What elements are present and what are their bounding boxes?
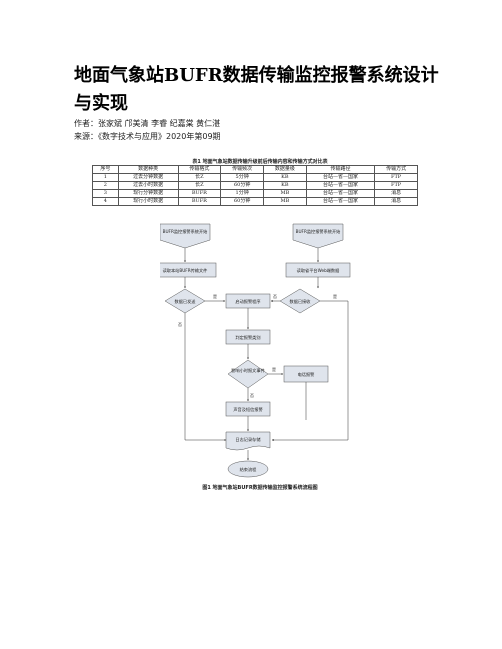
table-cell: MB <box>263 197 307 206</box>
table-header-cell: 数据量级 <box>263 165 307 174</box>
table-row: 2 过去小时数据 长Z 60分钟 KB 台站—省—国家 FTP <box>92 181 418 190</box>
table-cell: 3 <box>92 189 119 198</box>
sound-alarm-label: 声音及短信报警 <box>233 406 263 413</box>
table-row: 3 现行分钟数据 BUFR 1分钟 MB 台站—省—国家 消息 <box>92 189 418 198</box>
table-cell: 1分钟 <box>220 189 265 198</box>
table-cell: 台站—省—国家 <box>305 189 376 198</box>
table-cell: 消息 <box>374 189 418 198</box>
table-cell: 台站—省—国家 <box>305 181 376 190</box>
article-authors: 作者：张家斌 邝美清 李睿 纪嘉棠 黄仁湛 <box>74 119 221 128</box>
table-header-cell: 传输格式 <box>177 165 222 174</box>
table-cell: FTP <box>374 173 418 182</box>
table-cell: 2 <box>92 181 119 190</box>
table-cell: BUFR <box>177 197 222 206</box>
end-oval <box>227 460 269 478</box>
table-cell: 1 <box>92 173 119 182</box>
table-cell: 台站—省—国家 <box>305 173 376 182</box>
article-source: 来源：《数字技术与应用》2020年第09期 <box>74 132 221 141</box>
table-cell: 台站—省—国家 <box>305 197 376 206</box>
table-header-cell: 传输方式 <box>374 165 418 174</box>
table-cell: KB <box>263 173 307 182</box>
start-right-label: BUFR监控报警系统开始 <box>296 228 342 235</box>
log-storage-label: 日志记录存储 <box>235 436 260 443</box>
table-cell: 过去分钟数据 <box>117 173 179 182</box>
phone-alarm-label: 电话报警 <box>298 371 316 378</box>
edge-label-yes-left: 是 <box>213 293 217 299</box>
table-header-row: 序号 数据种类 传输格式 传输频次 数据量级 传输路径 传输方式 <box>92 165 418 174</box>
table-caption: 表1 地面气象站数据传输升级前后传输内容和传输方式对比表 <box>192 159 328 165</box>
edge-label-yes-right: 是 <box>333 293 337 299</box>
table-cell: 长Z <box>177 173 222 182</box>
decision-label: 影响小时报文事件 <box>231 367 265 374</box>
judge-type-label: 判定报警类别 <box>235 334 260 341</box>
decision-diamond <box>227 359 269 389</box>
start-left-shape <box>160 223 211 249</box>
table-header-cell: 数据种类 <box>117 165 179 174</box>
table-cell: 60分钟 <box>220 181 265 190</box>
table-cell: 4 <box>92 197 119 206</box>
start-alarm-label: 启动报警程序 <box>235 298 260 305</box>
table-cell: KB <box>263 181 307 190</box>
table-row: 4 现行小时数据 BUFR 60分钟 MB 台站—省—国家 消息 <box>92 197 418 206</box>
check-right-diamond <box>279 288 321 314</box>
read-web-label: 读取省平台Web端数据 <box>297 267 340 274</box>
table-cell: 消息 <box>374 197 418 206</box>
system-flowchart: BUFR监控报警系统开始 BUFR监控报警系统开始 读取本站BUFR传输文件 读… <box>160 223 351 478</box>
edge-label-no-right: 否 <box>273 294 277 299</box>
table-row: 1 过去分钟数据 长Z 5分钟 KB 台站—省—国家 FTP <box>92 173 418 182</box>
comparison-table: 序号 数据种类 传输格式 传输频次 数据量级 传输路径 传输方式 1 过去分钟数… <box>92 165 418 206</box>
table-cell: 长Z <box>177 181 222 190</box>
table-header-cell: 序号 <box>92 165 119 174</box>
edge-label-no-decision: 否 <box>250 393 254 398</box>
read-files-label: 读取本站BUFR传输文件 <box>163 267 208 274</box>
table-cell: 现行分钟数据 <box>117 189 179 198</box>
table-cell: MB <box>263 189 307 198</box>
article-title: 地面气象站BUFR数据传输监控报警系统设计与实现 <box>74 65 439 114</box>
table-cell: BUFR <box>177 189 222 198</box>
table-header-cell: 传输频次 <box>220 165 265 174</box>
figure-caption: 图1 地面气象站BUFR数据传输监控报警系统流程图 <box>202 485 318 491</box>
start-right-shape <box>292 223 344 249</box>
start-left-label: BUFR监控报警系统开始 <box>163 228 209 235</box>
table-cell: 5分钟 <box>220 173 265 182</box>
table-cell: FTP <box>374 181 418 190</box>
edge-label-no-left: 否 <box>178 322 182 327</box>
end-label: 结束流程 <box>240 466 258 473</box>
table-cell: 现行小时数据 <box>117 197 179 206</box>
table-cell: 60分钟 <box>220 197 265 206</box>
table-cell: 过去小时数据 <box>117 181 179 190</box>
edge-label-yes-decision: 是 <box>272 366 276 372</box>
check-right-label: 数据已接收 <box>290 298 312 305</box>
log-storage-shape <box>225 431 271 451</box>
table-header-cell: 传输路径 <box>305 165 376 174</box>
check-left-label: 数据已发送 <box>175 298 197 305</box>
